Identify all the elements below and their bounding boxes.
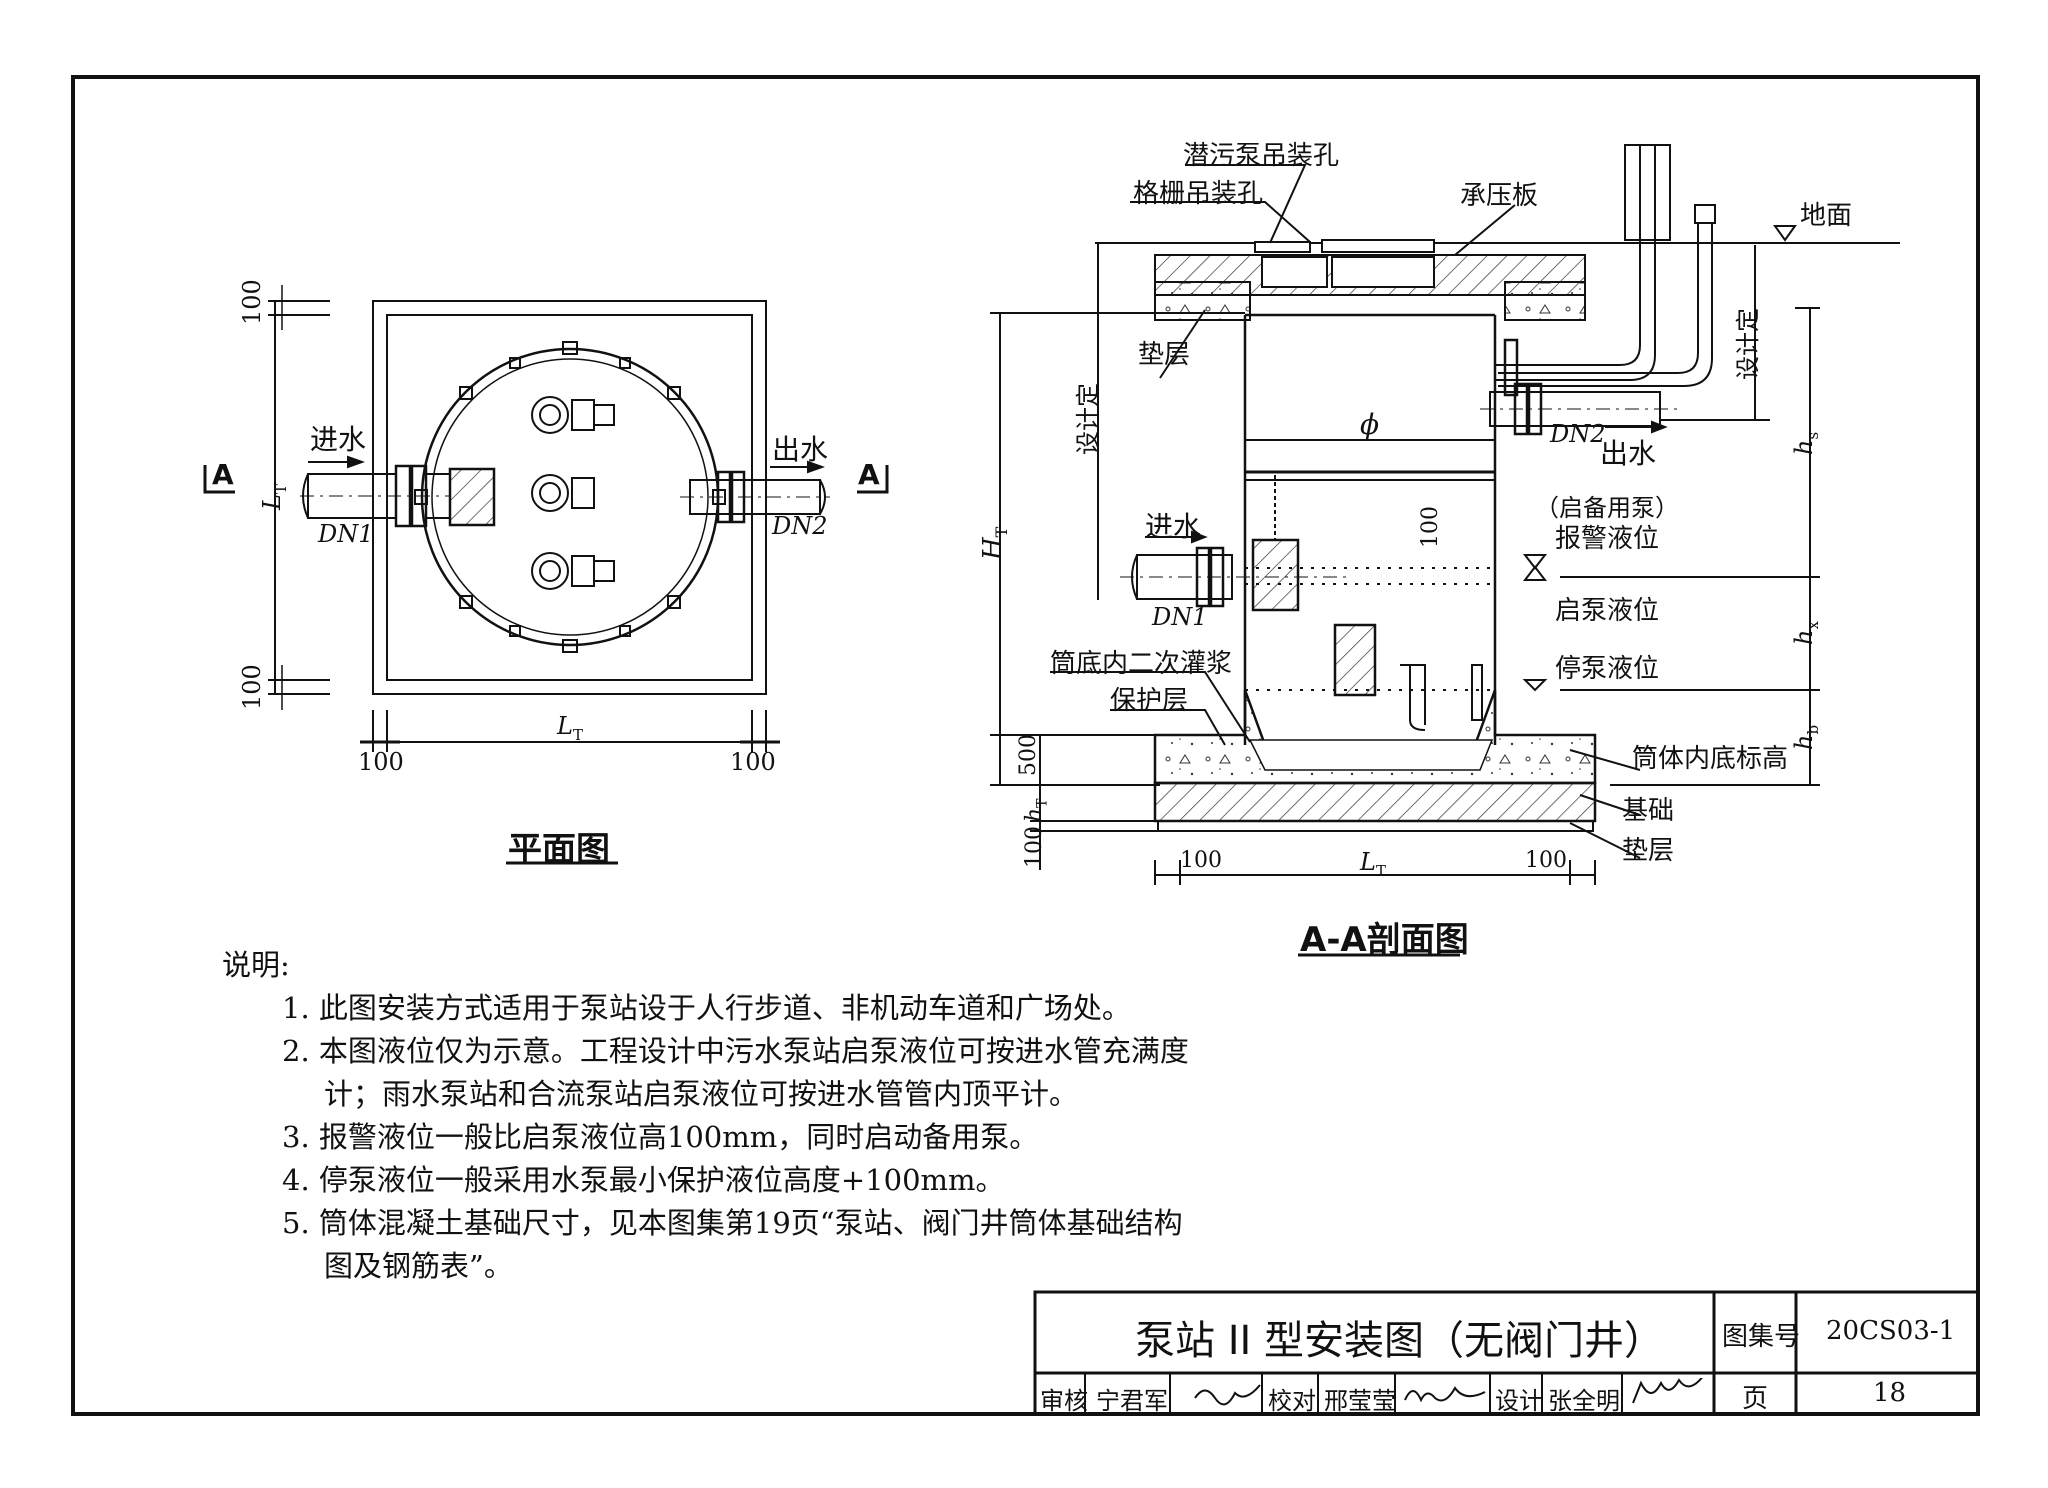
pump-icon xyxy=(531,552,615,590)
pump-icon xyxy=(531,474,595,512)
label-grout: 筒底内二次灌浆 xyxy=(1050,649,1233,679)
label-stop: 停泵液位 xyxy=(1555,654,1660,684)
plan-inlet-label: 进水 xyxy=(310,423,367,456)
note-item: 2. 本图液位仅为示意。工程设计中污水泵站启泵液位可按进水管充满度 xyxy=(282,1034,1189,1068)
note-item: 1. 此图安装方式适用于泵站设于人行步道、非机动车道和广场处。 xyxy=(282,991,1131,1025)
page-label: 页 xyxy=(1742,1384,1769,1414)
dim-bottom-100-right: 100 xyxy=(1525,848,1567,873)
label-dn-in: DN1 xyxy=(1152,603,1208,631)
label-inlet: 进水 xyxy=(1145,510,1202,543)
label-design-left: 设计定 xyxy=(1074,383,1102,455)
review-label: 审核 xyxy=(1040,1387,1088,1415)
label-phi: ϕ xyxy=(1360,408,1380,441)
notes-heading: 说明: xyxy=(222,948,290,982)
plan-dim-100-bottom: 100 xyxy=(238,664,266,710)
checker-name: 邢莹莹 xyxy=(1324,1387,1396,1415)
plan-dim-lt-horizontal: LT xyxy=(557,712,583,744)
drawing-title: 泵站 II 型安装图（无阀门井） xyxy=(1135,1318,1665,1364)
designer-signature xyxy=(1628,1374,1708,1415)
plan-dim-100-left: 100 xyxy=(358,748,404,776)
reviewer-name: 宁君军 xyxy=(1096,1387,1168,1415)
note-item: 图及钢筋表”。 xyxy=(324,1249,513,1283)
dim-ht: HT xyxy=(978,526,1012,560)
plan-view xyxy=(203,285,889,865)
label-design-right: 设计定 xyxy=(1734,308,1762,380)
label-pump-hole: 潜污泵吊装孔 xyxy=(1183,141,1340,171)
label-dn-out: DN2 xyxy=(1550,420,1606,448)
pump-icon xyxy=(531,396,615,434)
design-label: 设计 xyxy=(1495,1387,1543,1415)
designer-name: 张全明 xyxy=(1548,1387,1620,1415)
check-label: 校对 xyxy=(1268,1387,1316,1415)
label-cushion-bottom: 垫层 xyxy=(1622,836,1675,866)
dim-100-left-bottom: 100 xyxy=(1022,826,1047,868)
label-100-vertical: 100 xyxy=(1418,506,1443,548)
label-ground: 地面 xyxy=(1800,201,1853,231)
note-item: 5. 筒体混凝土基础尺寸，见本图集第19页“泵站、阀门井筒体基础结构 xyxy=(282,1206,1183,1240)
checker-signature xyxy=(1400,1378,1490,1415)
reviewer-signature xyxy=(1190,1378,1270,1415)
note-item: 4. 停泵液位一般采用水泵最小保护液位高度+100mm。 xyxy=(282,1163,1005,1197)
note-item: 计；雨水泵站和合流泵站启泵液位可按进水管管内顶平计。 xyxy=(324,1077,1079,1111)
label-bottom-elev: 筒体内底标高 xyxy=(1632,744,1789,774)
dim-hb: hb xyxy=(1790,724,1822,750)
atlas-number: 20CS03-1 xyxy=(1826,1316,1956,1346)
section-view xyxy=(990,144,1900,957)
section-title: A-A剖面图 xyxy=(1300,920,1469,960)
plan-outlet-label: 出水 xyxy=(772,433,829,466)
plan-title: 平面图 xyxy=(508,830,610,870)
plan-dim-lt-vertical: LT xyxy=(258,484,290,510)
dim-500: 500 xyxy=(1016,734,1041,776)
plan-section-mark-right: A xyxy=(858,458,880,491)
atlas-label: 图集号 xyxy=(1722,1322,1801,1352)
dim-bottom-100-left: 100 xyxy=(1180,848,1222,873)
label-pressure-plate: 承压板 xyxy=(1460,181,1539,211)
sheet-frame xyxy=(71,75,1980,1416)
plan-dim-100-top: 100 xyxy=(238,279,266,325)
label-start: 启泵液位 xyxy=(1555,596,1660,626)
dim-hT: hT xyxy=(1022,798,1051,822)
label-grid-hole: 格栅吊装孔 xyxy=(1133,179,1264,209)
title-block-frame xyxy=(1033,1290,1980,1416)
label-standby: （启备用泵） xyxy=(1535,494,1679,522)
plan-section-mark-left: A xyxy=(212,458,234,491)
page-number: 18 xyxy=(1873,1378,1907,1408)
plan-dim-100-right: 100 xyxy=(730,748,776,776)
dim-bottom-lt: LT xyxy=(1360,848,1386,880)
dim-hs: hs xyxy=(1790,431,1822,455)
submersible-pump-icon xyxy=(1333,623,1377,697)
note-item: 3. 报警液位一般比启泵液位高100mm，同时启动备用泵。 xyxy=(282,1120,1039,1154)
label-protect: 保护层 xyxy=(1110,686,1189,716)
label-alarm: 报警液位 xyxy=(1555,524,1660,554)
label-foundation: 基础 xyxy=(1622,796,1675,826)
grid-basket-icon xyxy=(448,467,496,527)
label-cushion-top: 垫层 xyxy=(1138,340,1191,370)
dim-hx: hx xyxy=(1790,621,1822,645)
plan-dn-in: DN1 xyxy=(318,520,374,548)
plan-dn-out: DN2 xyxy=(772,512,828,540)
label-outlet: 出水 xyxy=(1600,437,1657,470)
